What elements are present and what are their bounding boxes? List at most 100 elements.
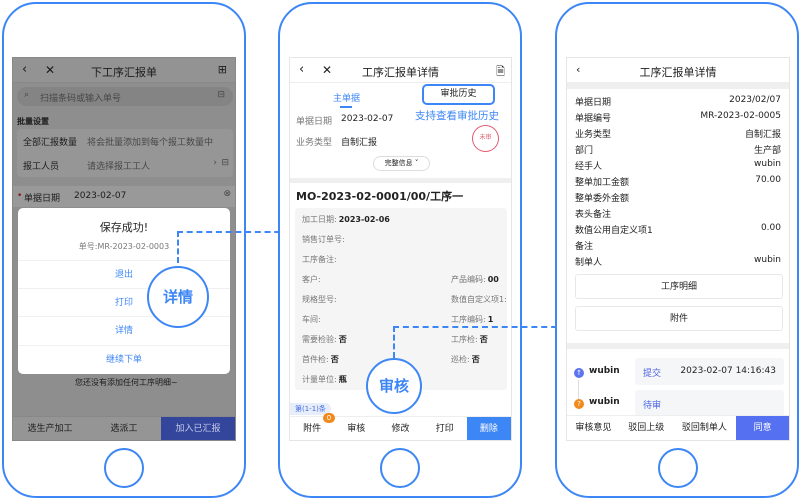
- detail-field: 巡检:否: [451, 354, 480, 365]
- select-dispatch-button[interactable]: 选派工: [110, 424, 138, 434]
- info-label: 整单委外金额: [575, 194, 630, 204]
- home-button[interactable]: [380, 448, 420, 488]
- detail-value: 瓶: [338, 375, 347, 384]
- field-value: 自制汇报: [341, 138, 378, 148]
- detail-value: 00: [487, 275, 499, 284]
- print-button[interactable]: 打印: [435, 424, 454, 434]
- search-placeholder: 扫描条码或输入单号: [40, 94, 122, 104]
- close-icon[interactable]: ✕: [322, 63, 333, 77]
- add-reported-button[interactable]: 加入已汇报: [161, 417, 235, 440]
- detail-value: 否: [330, 355, 339, 364]
- row-label: 报工人员: [23, 162, 60, 172]
- detail-label: 产品编码:: [451, 275, 486, 284]
- details-button[interactable]: 详情: [18, 316, 230, 345]
- scan-grid-icon[interactable]: ⊞: [217, 63, 227, 76]
- date-row: • 单据日期 2023-02-07 ⊗: [13, 186, 235, 207]
- info-value: 生产部: [753, 146, 781, 156]
- detail-value: 否: [471, 355, 480, 364]
- process-detail-button[interactable]: 工序明细: [575, 274, 783, 299]
- back-icon[interactable]: ‹: [576, 63, 581, 76]
- clear-icon[interactable]: ⊗: [223, 189, 231, 199]
- reject-to-creator-button[interactable]: 驳回制单人: [681, 423, 727, 433]
- section-divider: [290, 178, 511, 183]
- timeline-item: ? wubin 待审: [567, 389, 789, 417]
- info-label: 业务类型: [575, 130, 612, 140]
- back-icon[interactable]: ‹: [299, 62, 305, 77]
- back-icon[interactable]: ‹: [22, 62, 28, 77]
- detail-field: 车间:: [302, 314, 323, 325]
- delete-button[interactable]: 删除: [466, 417, 511, 440]
- print-button[interactable]: 打印: [18, 288, 230, 316]
- user-name: wubin: [589, 397, 620, 407]
- info-label: 整单加工金额: [575, 178, 630, 188]
- detail-label: 工序检:: [451, 335, 478, 344]
- screen-report-form: ‹ ✕ 下工序汇报单 ⊞ ⌕ 扫描条码或输入单号 ⊟ 批量设置 全部汇报数量 将…: [12, 57, 236, 441]
- detail-label: 加工日期:: [302, 215, 337, 224]
- detail-field: 工序检:否: [451, 334, 488, 345]
- edit-button[interactable]: 修改: [391, 424, 410, 434]
- status-text: 提交: [643, 369, 662, 379]
- select-production-button[interactable]: 选生产加工: [27, 424, 73, 434]
- info-label: 部门: [575, 146, 594, 156]
- search-input[interactable]: ⌕ 扫描条码或输入单号 ⊟: [17, 87, 233, 106]
- review-button[interactable]: 审核: [347, 424, 366, 434]
- pager-label: 第(1-1)条: [290, 403, 331, 415]
- tab-main[interactable]: 主单据: [333, 94, 361, 104]
- info-row: 业务类型自制汇报: [575, 127, 781, 140]
- batch-qty-input[interactable]: 将会批量添加到每个报工数量中: [87, 138, 214, 148]
- status-text: 待审: [643, 401, 662, 411]
- document-icon[interactable]: 🗎: [496, 65, 505, 78]
- connector-line: [393, 326, 567, 328]
- detail-field: 计量单位:瓶: [302, 374, 347, 385]
- info-label: 经手人: [575, 162, 603, 172]
- detail-field: 产品编码:00: [451, 274, 499, 285]
- home-button[interactable]: [658, 448, 698, 488]
- scan-icon[interactable]: ⊟: [221, 158, 229, 168]
- tab-underline: [340, 106, 352, 108]
- home-button[interactable]: [104, 448, 144, 488]
- status-time: 2023-02-07 14:16:43: [680, 366, 776, 376]
- info-row: 整单委外金额: [575, 191, 781, 204]
- magnifier-review: 审核: [366, 358, 422, 414]
- scan-icon[interactable]: ⊟: [217, 90, 225, 100]
- success-dialog: 保存成功! 单号:MR-2023-02-0003 退出 打印 详情 继续下单: [18, 208, 230, 374]
- detail-value: 否: [338, 335, 347, 344]
- info-value: MR-2023-02-0005: [700, 111, 781, 121]
- user-name: wubin: [589, 366, 620, 376]
- detail-label: 首件检:: [302, 355, 329, 364]
- full-info-label: 完整信息: [384, 159, 413, 167]
- review-comment-button[interactable]: 审核意见: [575, 423, 612, 433]
- detail-value: 2023-02-06: [338, 215, 390, 224]
- worker-select[interactable]: 请选择报工工人: [87, 162, 151, 172]
- detail-field: 需要检验:否: [302, 334, 347, 345]
- continue-order-button[interactable]: 继续下单: [18, 345, 230, 374]
- status-box: 提交 2023-02-07 14:16:43: [635, 358, 784, 385]
- date-value[interactable]: 2023-02-07: [74, 191, 127, 201]
- annotation-text: 支持查看审批历史: [415, 110, 499, 122]
- item-title: MO-2023-02-0001/00/工序一: [296, 190, 464, 203]
- attachment-button[interactable]: 附件: [303, 424, 322, 434]
- exit-button[interactable]: 退出: [18, 260, 230, 288]
- approval-history-button[interactable]: 审批历史: [422, 84, 495, 105]
- bottom-bar: 选生产加工 选派工 加入已汇报: [13, 416, 235, 440]
- info-row: 备注: [575, 239, 781, 252]
- search-icon: ⌕: [24, 90, 30, 100]
- connector-line: [393, 326, 395, 358]
- reject-to-previous-button[interactable]: 驳回上级: [628, 423, 665, 433]
- info-row: 表头备注: [575, 207, 781, 220]
- info-value: 0.00: [760, 223, 781, 233]
- info-row: 单据编号 MR-2023-02-0005: [575, 111, 781, 124]
- field-value: 2023-02-07: [341, 114, 394, 124]
- detail-field: 销售订单号:: [302, 234, 347, 245]
- header: ‹ 工序汇报单详情: [567, 58, 789, 83]
- full-info-toggle[interactable]: 完整信息 ˅: [373, 156, 430, 171]
- approve-button[interactable]: 同意: [736, 416, 789, 440]
- info-label: 单据编号: [575, 114, 612, 124]
- close-icon[interactable]: ✕: [45, 63, 56, 77]
- attachment-button[interactable]: 附件: [575, 306, 783, 331]
- dialog-title: 保存成功!: [99, 221, 149, 234]
- detail-label: 工序备注:: [302, 255, 337, 264]
